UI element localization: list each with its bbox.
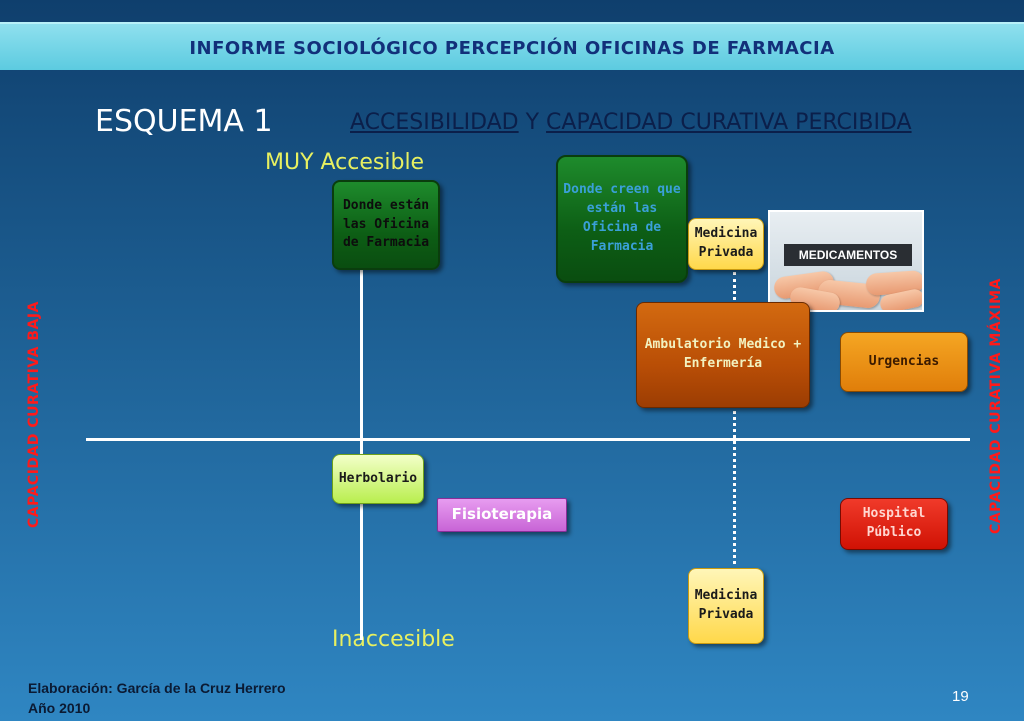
page-number: 19: [952, 688, 969, 705]
scheme-title: ESQUEMA 1: [95, 104, 273, 139]
axis-label-right: CAPACIDAD CURATIVA MÁXIMA: [988, 278, 1004, 534]
node-urgencias: Urgencias: [840, 332, 968, 392]
scheme-subtitle: ACCESIBILIDAD Y CAPACIDAD CURATIVA PERCI…: [350, 110, 912, 135]
medicamentos-photo: MEDICAMENTOS: [768, 210, 924, 312]
subtitle-accesibilidad: ACCESIBILIDAD: [350, 110, 519, 135]
axis-label-bottom: Inaccesible: [332, 627, 455, 652]
horizontal-axis-line: [86, 438, 970, 441]
node-donde-creen: Donde creen que están las Oficina de Far…: [556, 155, 688, 283]
axis-label-top: MUY Accesible: [265, 150, 425, 175]
axis-label-left: CAPACIDAD CURATIVA BAJA: [26, 301, 42, 528]
header-band: [0, 22, 1024, 70]
node-herbolario: Herbolario: [332, 454, 424, 504]
header-title: INFORME SOCIOLÓGICO PERCEPCIÓN OFICINAS …: [189, 38, 835, 59]
subtitle-capacidad: CAPACIDAD CURATIVA PERCIBIDA: [546, 110, 912, 135]
node-ambulatorio: Ambulatorio Medico + Enfermería: [636, 302, 810, 408]
dotted-guide-line: [733, 272, 736, 564]
node-medicina-privada-bottom: Medicina Privada: [688, 568, 764, 644]
node-medicina-privada-top: Medicina Privada: [688, 218, 764, 270]
footer-credits: Elaboración: García de la Cruz Herrero A…: [28, 678, 286, 719]
subtitle-join: Y: [518, 110, 547, 135]
medicamentos-label: MEDICAMENTOS: [784, 244, 912, 266]
node-donde-estan: Donde están las Oficina de Farmacia: [332, 180, 440, 270]
footer-author: Elaboración: García de la Cruz Herrero: [28, 680, 286, 696]
footer-year: Año 2010: [28, 700, 91, 717]
node-fisioterapia: Fisioterapia: [437, 498, 567, 532]
node-hospital-publico: Hospital Público: [840, 498, 948, 550]
